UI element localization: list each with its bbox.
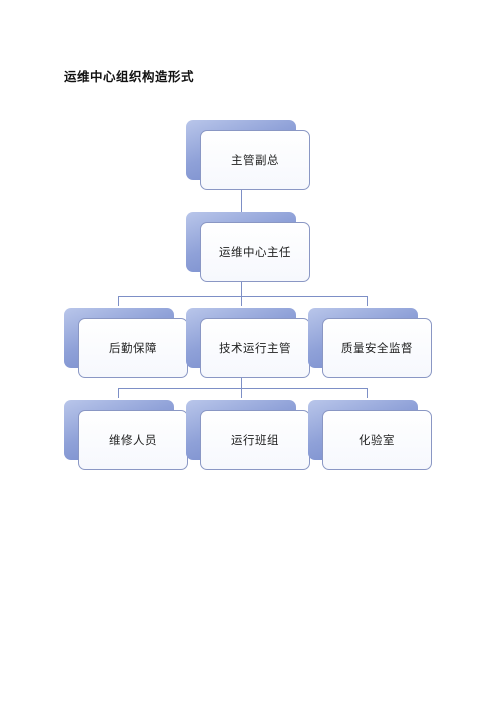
node-laboratory: 化验室 [308, 400, 432, 470]
node-technical-operations-supervisor: 技术运行主管 [186, 308, 310, 378]
node-label: 技术运行主管 [219, 341, 291, 355]
connector-l3-l4 [241, 378, 242, 388]
node-label: 化验室 [359, 433, 395, 447]
connector-l4-right [367, 388, 368, 398]
node-maintenance-staff: 维修人员 [64, 400, 188, 470]
connector-l4-left [118, 388, 119, 398]
node-operations-team: 运行班组 [186, 400, 310, 470]
node-box: 主管副总 [200, 130, 310, 190]
node-box: 化验室 [322, 410, 432, 470]
node-label: 运维中心主任 [219, 245, 291, 259]
connector-l4-bus [118, 388, 368, 389]
node-label: 运行班组 [231, 433, 279, 447]
connector-l1-l2 [241, 190, 242, 212]
node-quality-safety: 质量安全监督 [308, 308, 432, 378]
node-box: 运行班组 [200, 410, 310, 470]
connector-l3-right [367, 296, 368, 306]
page-title: 运维中心组织构造形式 [64, 69, 195, 84]
connector-l4-center [241, 388, 242, 398]
connector-l3-bus [118, 296, 368, 297]
node-box: 质量安全监督 [322, 318, 432, 378]
node-label: 维修人员 [109, 433, 157, 447]
connector-l3-left [118, 296, 119, 306]
node-vice-general-manager: 主管副总 [186, 120, 310, 190]
node-box: 维修人员 [78, 410, 188, 470]
node-box: 运维中心主任 [200, 222, 310, 282]
node-center-director: 运维中心主任 [186, 212, 310, 282]
node-box: 技术运行主管 [200, 318, 310, 378]
connector-l3-center [241, 296, 242, 306]
node-label: 后勤保障 [109, 341, 157, 355]
connector-l2-down [241, 272, 242, 296]
node-label: 质量安全监督 [341, 341, 413, 355]
node-logistics: 后勤保障 [64, 308, 188, 378]
node-label: 主管副总 [231, 153, 279, 167]
node-box: 后勤保障 [78, 318, 188, 378]
